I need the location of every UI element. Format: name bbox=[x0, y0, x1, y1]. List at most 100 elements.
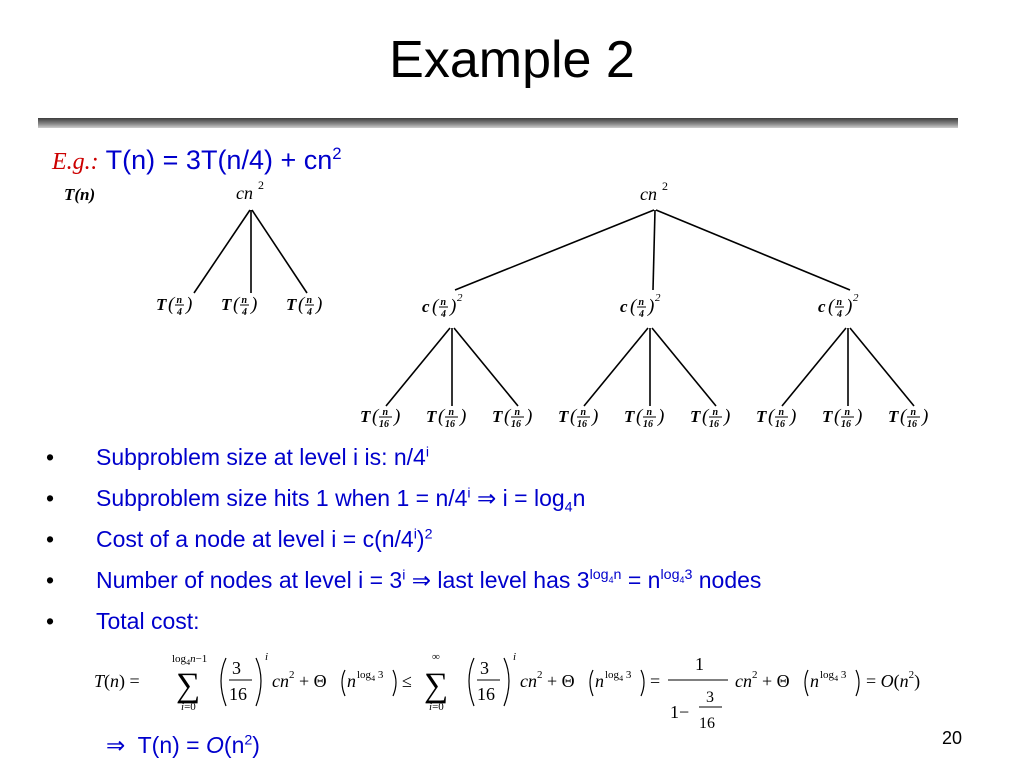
svg-text:16: 16 bbox=[775, 419, 785, 430]
level2-node-9: T(n16) bbox=[888, 406, 928, 430]
svg-text:c: c bbox=[818, 297, 826, 316]
svg-text:): ) bbox=[393, 406, 400, 427]
svg-text:n: n bbox=[647, 407, 653, 418]
svg-text:T: T bbox=[624, 407, 635, 426]
bullet-node-count: Number of nodes at level i = 3i ⇒ last l… bbox=[40, 567, 761, 608]
svg-text:): ) bbox=[921, 406, 928, 427]
eq-leq: ≤ bbox=[402, 671, 412, 691]
svg-text:T: T bbox=[492, 407, 503, 426]
svg-text:16: 16 bbox=[643, 419, 653, 430]
svg-text:c: c bbox=[422, 297, 430, 316]
level2-node-6: T(n16) bbox=[690, 406, 730, 430]
svg-text:n: n bbox=[779, 407, 785, 418]
right-tree-root-edges bbox=[454, 209, 851, 291]
svg-text:log4 3: log4 3 bbox=[820, 669, 847, 683]
svg-text:2: 2 bbox=[457, 292, 463, 304]
right-tree-level2: T(n16)T(n16)T(n16)T(n16)T(n16)T(n16)T(n1… bbox=[360, 327, 928, 430]
svg-text:T: T bbox=[426, 407, 437, 426]
level1-node-1: c(n4)2 bbox=[422, 292, 463, 320]
svg-text:n: n bbox=[639, 297, 645, 308]
svg-text:log4 3: log4 3 bbox=[357, 669, 384, 683]
svg-text:(: ( bbox=[570, 406, 578, 427]
svg-text:16: 16 bbox=[709, 419, 719, 430]
svg-text:(: ( bbox=[372, 406, 380, 427]
example-line: E.g.: T(n) = 3T(n/4) + cn2 bbox=[52, 144, 342, 176]
svg-text:(: ( bbox=[834, 406, 842, 427]
svg-text:(: ( bbox=[233, 294, 241, 315]
recurrence-text: T(n) = 3T(n/4) + cn2 bbox=[105, 144, 342, 175]
eq-sum1-sigma: ∑ bbox=[176, 667, 200, 704]
svg-text:4: 4 bbox=[440, 309, 446, 320]
svg-text:(: ( bbox=[828, 296, 836, 317]
svg-text:n: n bbox=[713, 407, 719, 418]
right-root-exp: 2 bbox=[662, 179, 668, 193]
total-cost-equation: T(n) = log4n−1 ∑ i=0 3 16 i cn2 + Θ n lo… bbox=[94, 651, 920, 732]
level2-node-1: T(n16) bbox=[360, 406, 400, 430]
svg-text:n: n bbox=[581, 407, 587, 418]
svg-text:T: T bbox=[756, 407, 767, 426]
svg-text:n: n bbox=[810, 671, 819, 691]
left-tree-edges bbox=[193, 209, 308, 294]
conclusion: ⇒ T(n) = O(n2) bbox=[106, 732, 260, 758]
svg-text:n: n bbox=[911, 407, 917, 418]
svg-text:n: n bbox=[449, 407, 455, 418]
svg-text:3: 3 bbox=[480, 658, 489, 678]
bullet-subproblem-size: Subproblem size at level i is: n/4i bbox=[40, 444, 761, 485]
svg-text:n: n bbox=[242, 295, 248, 306]
svg-text:): ) bbox=[845, 296, 852, 317]
bullet-total-cost: Total cost: bbox=[40, 608, 761, 649]
svg-text:): ) bbox=[449, 296, 456, 317]
svg-text:4: 4 bbox=[638, 309, 644, 320]
bullet-hits-one: Subproblem size hits 1 when 1 = n/4i ⇒ i… bbox=[40, 485, 761, 526]
svg-text:16: 16 bbox=[577, 419, 587, 430]
svg-text:i: i bbox=[513, 651, 516, 663]
eq-equals: = bbox=[650, 671, 660, 691]
right-root: cn bbox=[640, 184, 657, 204]
svg-text:): ) bbox=[855, 406, 862, 427]
svg-text:n: n bbox=[837, 297, 843, 308]
left-root-exp: 2 bbox=[258, 178, 264, 192]
svg-text:(: ( bbox=[438, 406, 446, 427]
eq-sum2-sigma: ∑ bbox=[424, 667, 448, 704]
svg-text:n: n bbox=[845, 407, 851, 418]
svg-text:n: n bbox=[347, 671, 356, 691]
level2-node-2: T(n16) bbox=[426, 406, 466, 430]
svg-text:): ) bbox=[647, 296, 654, 317]
svg-text:2: 2 bbox=[853, 292, 859, 304]
svg-text:(: ( bbox=[168, 294, 176, 315]
eq-frac1-den: 16 bbox=[229, 684, 247, 704]
svg-text:T: T bbox=[888, 407, 899, 426]
eq-term2: cn2 + Θ bbox=[520, 669, 575, 691]
svg-text:n: n bbox=[515, 407, 521, 418]
svg-text:3: 3 bbox=[706, 689, 714, 706]
bullet-node-cost: Cost of a node at level i = c(n/4i)2 bbox=[40, 526, 761, 567]
eq-result: = O(n2) bbox=[866, 669, 920, 692]
eq-frac3-num: 1 bbox=[695, 654, 704, 674]
svg-text:T: T bbox=[286, 295, 297, 314]
svg-text:(: ( bbox=[636, 406, 644, 427]
svg-text:): ) bbox=[185, 294, 192, 315]
eq-frac3-den-one: 1− bbox=[670, 702, 689, 722]
left-root: cn bbox=[236, 183, 253, 203]
svg-text:4: 4 bbox=[306, 307, 312, 318]
svg-text:): ) bbox=[459, 406, 466, 427]
svg-text:T: T bbox=[156, 295, 167, 314]
svg-text:): ) bbox=[250, 294, 257, 315]
svg-text:T: T bbox=[822, 407, 833, 426]
svg-text:n: n bbox=[383, 407, 389, 418]
svg-text:(: ( bbox=[768, 406, 776, 427]
svg-text:): ) bbox=[657, 406, 664, 427]
svg-text:16: 16 bbox=[841, 419, 851, 430]
svg-text:16: 16 bbox=[699, 715, 715, 732]
eq-tn: T(n) = bbox=[94, 671, 140, 692]
svg-text:): ) bbox=[723, 406, 730, 427]
svg-text:4: 4 bbox=[836, 309, 842, 320]
svg-text:4: 4 bbox=[176, 307, 182, 318]
svg-text:n: n bbox=[441, 297, 447, 308]
level2-node-4: T(n16) bbox=[558, 406, 598, 430]
svg-text:T: T bbox=[221, 295, 232, 314]
left-child-1: T(n4) bbox=[156, 294, 192, 318]
